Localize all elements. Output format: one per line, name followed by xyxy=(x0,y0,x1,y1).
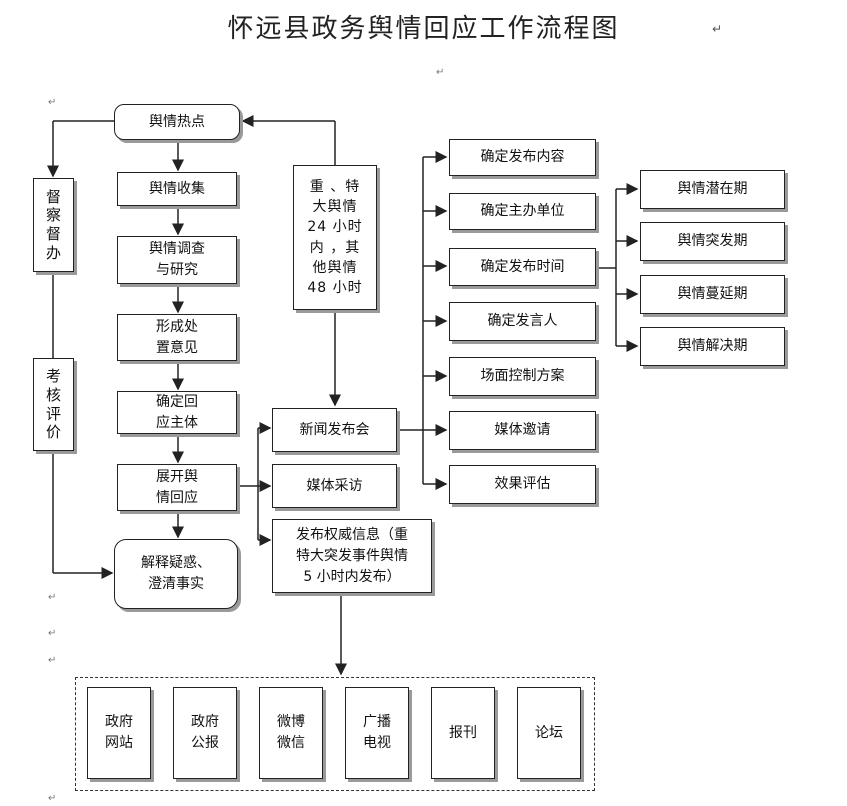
node-media-interview: 媒体采访 xyxy=(272,464,397,508)
press-item: 媒体邀请 xyxy=(449,411,596,450)
press-item: 效果评估 xyxy=(449,465,596,504)
paragraph-mark: ↵ xyxy=(712,22,723,36)
node-release-info: 发布权威信息（重 特大突发事件舆情 5 小时内发布） xyxy=(272,519,432,593)
node-respond: 展开舆 情回应 xyxy=(117,464,237,511)
channel-item: 政府 公报 xyxy=(173,687,237,779)
press-item: 确定发布时间 xyxy=(449,248,596,286)
channel-item: 政府 网站 xyxy=(87,687,151,779)
channels-frame xyxy=(75,677,595,791)
paragraph-mark: ↵ xyxy=(48,655,57,666)
node-press-conference: 新闻发布会 xyxy=(272,408,397,452)
page-title: 怀远县政务舆情回应工作流程图 xyxy=(227,14,620,44)
phase-item: 舆情潜在期 xyxy=(640,170,785,209)
node-investigate: 舆情调查 与研究 xyxy=(117,236,237,284)
press-item: 确定主办单位 xyxy=(449,193,596,230)
channel-item: 报刊 xyxy=(431,687,495,779)
press-item: 场面控制方案 xyxy=(449,357,596,396)
node-clarify: 解释疑惑、 澄清事实 xyxy=(114,539,238,609)
channel-item: 论坛 xyxy=(517,687,581,779)
paragraph-mark: ↵ xyxy=(48,592,57,603)
paragraph-mark: ↵ xyxy=(48,628,57,639)
phase-item: 舆情蔓延期 xyxy=(640,275,785,314)
node-time-limit: 重 、特 大舆情 24 小时 内 ，其 他舆情 48 小时 xyxy=(293,165,377,310)
phase-item: 舆情解决期 xyxy=(640,327,785,366)
node-opinion: 形成处 置意见 xyxy=(117,314,237,361)
node-hotspot: 舆情热点 xyxy=(114,104,240,140)
node-collect: 舆情收集 xyxy=(117,172,237,206)
phase-item: 舆情突发期 xyxy=(640,222,785,261)
node-supervise: 督 察 督 办 xyxy=(33,178,74,272)
paragraph-mark: ↵ xyxy=(436,67,445,78)
node-subject: 确定回 应主体 xyxy=(117,391,237,434)
paragraph-mark: ↵ xyxy=(48,97,57,108)
press-item: 确定发言人 xyxy=(449,302,596,341)
press-item: 确定发布内容 xyxy=(449,139,596,176)
paragraph-mark: ↵ xyxy=(48,793,57,804)
channel-item: 微博 微信 xyxy=(259,687,323,779)
node-evaluate: 考 核 评 价 xyxy=(33,358,74,451)
channel-item: 广播 电视 xyxy=(345,687,409,779)
